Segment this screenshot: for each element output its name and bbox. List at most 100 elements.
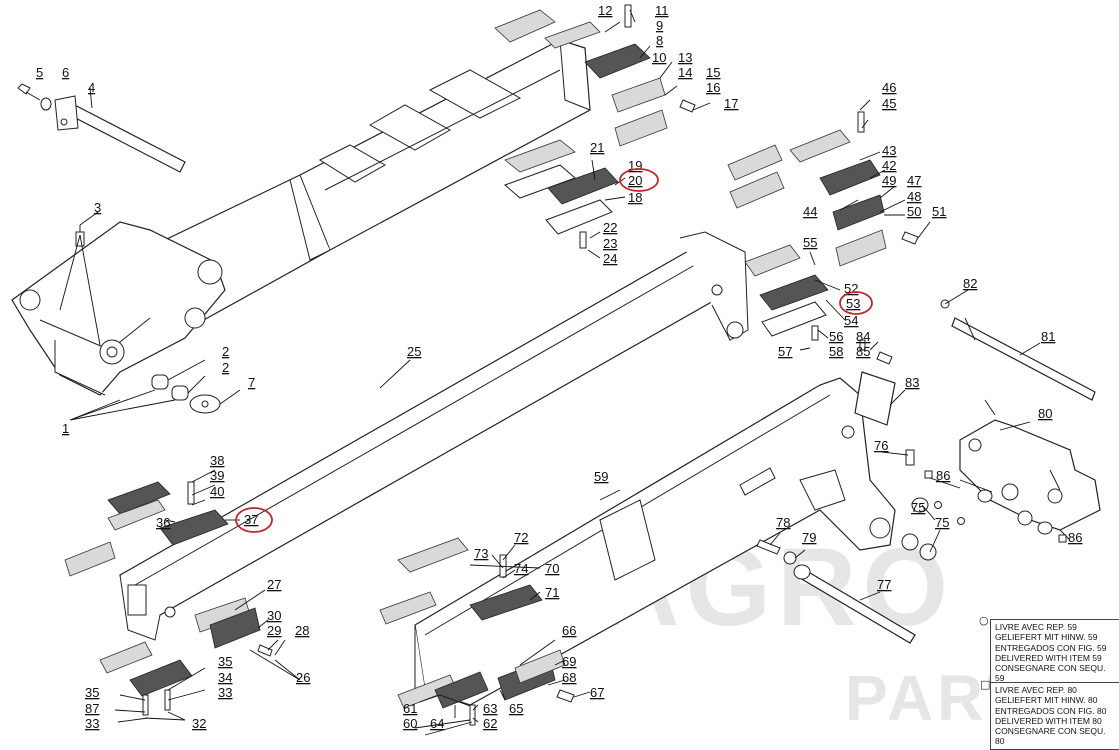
callout-1: 1 [62,421,69,436]
callout-61: 61 [403,701,417,716]
callout-74: 74 [514,561,528,576]
callout-59: 59 [594,469,608,484]
callout-53: 53 [846,296,860,311]
callout-82: 82 [963,276,977,291]
bolt-5-washer-6 [17,83,52,111]
callout-14: 14 [678,65,692,80]
callout-68: 68 [562,670,576,685]
callout-35-upper: 35 [218,654,232,669]
callout-16: 16 [706,80,720,95]
pad-group-42-51 [727,111,919,267]
callout-44: 44 [803,204,817,219]
legend-59-line: CONSEGNARE CON SEQU. 59 [995,663,1106,684]
boom-section-59 [414,377,896,706]
callout-3: 3 [94,200,101,215]
legend-59-line: LIVRE AVEC REP. 59 [995,622,1077,632]
callout-42: 42 [882,158,896,173]
callout-28: 28 [295,623,309,638]
callout-20: 20 [628,173,642,188]
pin-77 [756,539,916,644]
callout-56: 56 [829,329,843,344]
callout-71: 71 [545,585,559,600]
callout-7: 7 [248,375,255,390]
callout-85: 85 [856,344,870,359]
callout-87: 87 [85,701,99,716]
callout-58: 58 [829,344,843,359]
callout-23: 23 [603,236,617,251]
callout-75-lower: 75 [935,515,949,530]
callout-84: 84 [856,329,870,344]
callout-40: 40 [210,484,224,499]
pad-group-60-69 [397,649,575,726]
callout-50: 50 [907,204,921,219]
callout-79: 79 [802,530,816,545]
callout-54: 54 [844,313,858,328]
part-symbols [924,470,1067,543]
callout-26: 26 [296,670,310,685]
pad-group-36-40 [64,481,229,577]
legend-59-line: DELIVERED WITH ITEM 59 [995,652,1102,663]
callout-18: 18 [628,190,642,205]
callout-17: 17 [724,96,738,111]
callout-81: 81 [1041,329,1055,344]
pin-4 [54,95,186,173]
callout-47: 47 [907,173,921,188]
callout-6: 6 [62,65,69,80]
callout-64: 64 [430,716,444,731]
callout-49: 49 [882,173,896,188]
pad-group-18-24 [504,139,619,249]
callout-72: 72 [514,530,528,545]
callout-25: 25 [407,344,421,359]
callout-77: 77 [877,577,891,592]
callout-67: 67 [590,685,604,700]
callout-46: 46 [882,80,896,95]
pad-group-top [494,4,696,147]
highlight-markers [235,168,873,533]
telescopic-boom-25 [119,231,749,641]
callout-32: 32 [192,716,206,731]
callout-12: 12 [598,3,612,18]
callout-65: 65 [509,701,523,716]
callout-30: 30 [267,608,281,623]
legend-80-line: ENTREGADOS CON FIG. 80 [995,705,1107,716]
callout-86-upper: 86 [936,468,950,483]
callout-27: 27 [267,577,281,592]
pad-group-26-30 [194,597,273,657]
legend-80-box: LIVRE AVEC REP. 80 GELIEFERT MIT HINW. 8… [990,682,1119,750]
callout-35-lower: 35 [85,685,99,700]
callout-8: 8 [656,33,663,48]
highlight-20 [619,168,659,192]
callout-55: 55 [803,235,817,250]
callout-24: 24 [603,251,617,266]
pad-group-70-74 [379,537,543,625]
callout-48: 48 [907,189,921,204]
highlight-53 [839,291,873,315]
bracket-80 [959,399,1101,535]
callout-57: 57 [778,344,792,359]
legend-59-line: GELIEFERT MIT HINW. 59 [995,632,1098,643]
bushes-2-washer-7 [151,374,221,414]
callout-10: 10 [652,50,666,65]
legend-59-line: ENTREGADOS CON FIG. 59 [995,642,1107,653]
callout-43: 43 [882,143,896,158]
callout-69: 69 [562,654,576,669]
callout-66: 66 [562,623,576,638]
callout-2-lower: 2 [222,360,229,375]
highlight-37 [235,507,273,533]
callout-9: 9 [656,18,663,33]
legend-80-line: CONSEGNARE CON SEQU. 80 [995,726,1106,747]
callout-21: 21 [590,140,604,155]
callout-33-lower: 33 [85,716,99,731]
callout-70: 70 [545,561,559,576]
callout-73: 73 [474,546,488,561]
callout-4: 4 [88,80,95,95]
callout-34: 34 [218,670,232,685]
callout-38: 38 [210,453,224,468]
callout-15: 15 [706,65,720,80]
pad-group-52-58 [744,244,893,365]
callout-63: 63 [483,701,497,716]
plate-83 [854,371,896,426]
callout-5: 5 [36,65,43,80]
callout-86-lower: 86 [1068,530,1082,545]
